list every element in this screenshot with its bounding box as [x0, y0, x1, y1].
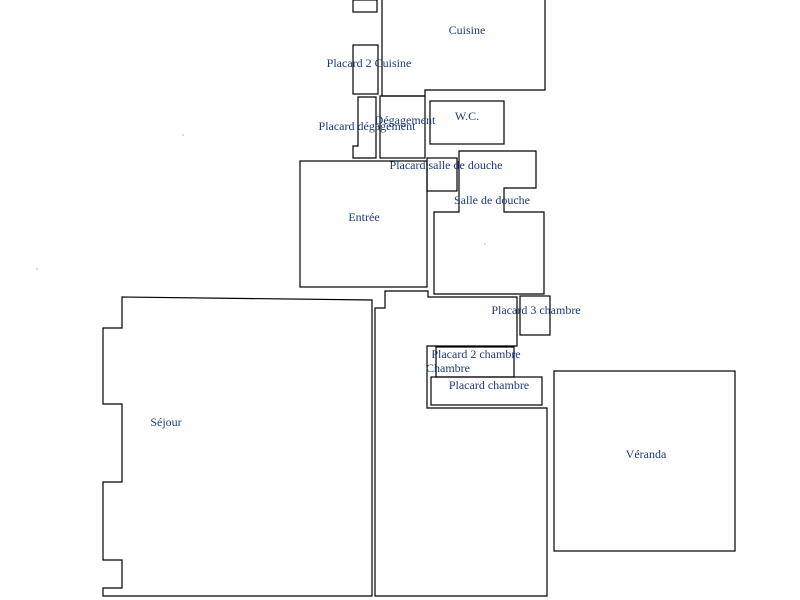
salle-de-douche-outline — [433, 150, 545, 295]
chambre-outline — [374, 290, 548, 597]
label-degagement: Dégagement — [375, 113, 436, 127]
stray-mark — [484, 243, 486, 245]
label-sejour: Séjour — [150, 415, 181, 429]
placard-chambre-outline — [430, 376, 543, 406]
label-chambre: Chambre — [426, 361, 470, 375]
placard-degagement-outline — [352, 96, 377, 159]
label-placard-3-chambre: Placard 3 chambre — [491, 303, 580, 317]
label-veranda: Véranda — [626, 447, 667, 461]
label-placard-2-chambre: Placard 2 chambre — [431, 347, 520, 361]
cuisine-outline — [381, 0, 546, 97]
label-cuisine: Cuisine — [449, 23, 486, 37]
label-placard-chambre: Placard chambre — [449, 378, 529, 392]
stray-mark — [36, 268, 38, 270]
sejour-outline — [102, 296, 373, 597]
wc-outline — [429, 100, 505, 145]
degagement-outline — [379, 95, 426, 159]
placard-2-cuisine-outline — [352, 44, 379, 95]
veranda-outline — [553, 370, 736, 552]
label-entree: Entrée — [348, 210, 379, 224]
top-stub-outline — [352, 0, 378, 13]
label-wc: W.C. — [455, 109, 479, 123]
stray-mark — [182, 134, 184, 136]
placard-3-chambre-outline — [519, 295, 551, 336]
label-placard-degagement: Placard dégagement — [319, 119, 417, 133]
entree-outline — [299, 160, 428, 288]
label-salle-de-douche: Salle de douche — [454, 193, 530, 207]
label-placard-salle-de-douche: Placard salle de douche — [390, 158, 503, 172]
label-placard-2-cuisine: Placard 2 Cuisine — [327, 56, 412, 70]
